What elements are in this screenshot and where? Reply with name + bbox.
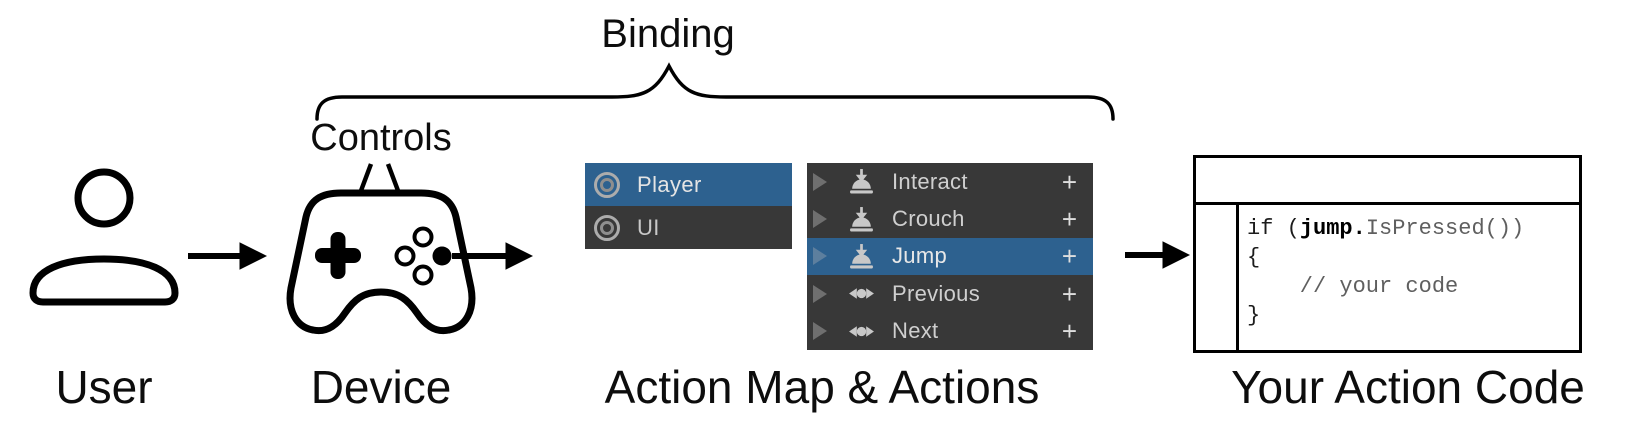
expand-arrow-icon[interactable] xyxy=(813,210,827,229)
action-map-label[interactable]: Player xyxy=(637,171,702,197)
action-row-interact[interactable]: Interact + xyxy=(807,163,1093,200)
gamepad-icon xyxy=(286,189,476,335)
action-label[interactable]: Next xyxy=(892,318,939,344)
action-map-icon xyxy=(594,214,620,241)
action-code-caption: Your Action Code xyxy=(1231,361,1585,413)
device-caption: Device xyxy=(310,361,452,413)
axis-1d-icon xyxy=(848,318,875,345)
add-binding-button[interactable]: + xyxy=(1061,241,1077,272)
controls-pointer-arrows xyxy=(347,163,412,220)
expand-arrow-icon[interactable] xyxy=(813,172,827,191)
action-map-row-ui[interactable]: UI xyxy=(585,206,792,249)
actions-panel: Interact + Crouch + Jump + Previous + Ne… xyxy=(807,163,1093,350)
axis-1d-icon xyxy=(848,280,875,307)
controls-label: Controls xyxy=(310,117,452,159)
button-press-icon xyxy=(848,168,875,195)
action-label[interactable]: Interact xyxy=(892,168,968,194)
code-line-3: // your code xyxy=(1299,274,1459,299)
action-label[interactable]: Crouch xyxy=(892,206,965,232)
action-label[interactable]: Previous xyxy=(892,280,980,306)
face-buttons-icon xyxy=(394,226,452,286)
add-binding-button[interactable]: + xyxy=(1061,166,1077,197)
user-icon xyxy=(29,168,179,306)
button-press-icon xyxy=(848,206,875,233)
action-label[interactable]: Jump xyxy=(892,243,947,269)
action-row-crouch[interactable]: Crouch + xyxy=(807,200,1093,237)
action-map-caption: Action Map & Actions xyxy=(604,361,1040,413)
button-press-icon xyxy=(848,243,875,270)
action-row-previous[interactable]: Previous + xyxy=(807,275,1093,312)
action-map-label[interactable]: UI xyxy=(637,214,660,240)
code-snippet: if (jump.IsPressed()) { // your code} xyxy=(1247,214,1524,330)
action-map-icon xyxy=(594,171,620,198)
add-binding-button[interactable]: + xyxy=(1061,316,1077,347)
action-code-window: if (jump.IsPressed()) { // your code} xyxy=(1193,155,1582,353)
action-row-jump[interactable]: Jump + xyxy=(807,237,1093,276)
add-binding-button[interactable]: + xyxy=(1061,204,1077,235)
action-map-panel: Player UI xyxy=(585,163,792,249)
binding-label: Binding xyxy=(601,12,735,56)
binding-brace xyxy=(315,62,1115,121)
action-row-next[interactable]: Next + xyxy=(807,313,1093,350)
expand-arrow-icon[interactable] xyxy=(813,322,827,341)
code-line-4: } xyxy=(1247,303,1261,328)
code-gutter xyxy=(1236,205,1239,350)
expand-arrow-icon[interactable] xyxy=(813,247,827,266)
code-line-1: if (jump.IsPressed()) xyxy=(1247,216,1525,241)
dpad-icon xyxy=(315,232,361,279)
code-window-titlebar xyxy=(1196,158,1579,205)
code-line-2: { xyxy=(1247,245,1261,270)
code-editor: if (jump.IsPressed()) { // your code} xyxy=(1196,205,1579,350)
expand-arrow-icon[interactable] xyxy=(813,284,827,303)
action-map-row-player[interactable]: Player xyxy=(585,163,792,206)
user-caption: User xyxy=(55,361,153,413)
add-binding-button[interactable]: + xyxy=(1061,278,1077,309)
